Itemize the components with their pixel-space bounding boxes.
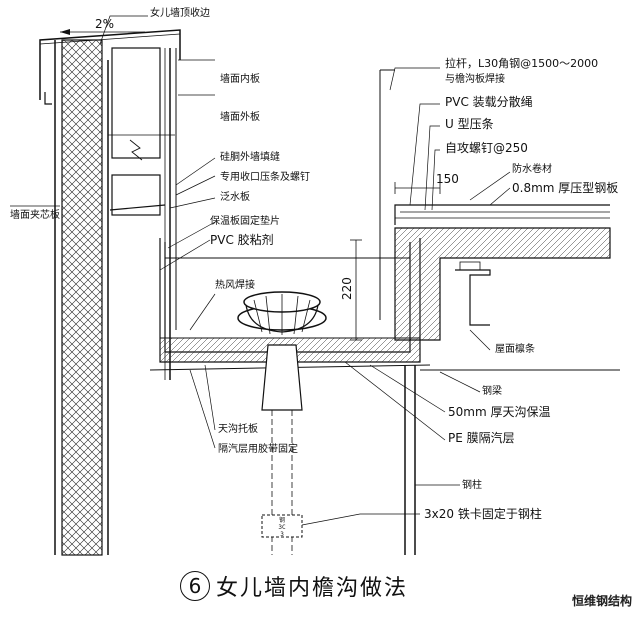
label-dim-150: 150 (436, 172, 459, 186)
label-gutter-insulation: 50mm 厚天沟保温 (448, 405, 551, 419)
label-clip-fix: 3x20 铁卡固定于钢柱 (424, 507, 542, 521)
column-tag-mid: 3C (278, 524, 286, 531)
label-dim-220: 220 (340, 277, 354, 300)
watermark: 恒维钢结构 (571, 594, 632, 608)
steel-column (404, 365, 620, 555)
column-tag-top: 钢 (278, 517, 285, 524)
leader-lines (10, 15, 511, 526)
column-tag: 钢 3C 3 (266, 517, 298, 538)
parapet-coping (39, 29, 181, 105)
label-hot-air-weld: 热风焊接 (215, 280, 255, 291)
detail-title-text: 女儿墙内檐沟做法 (216, 576, 409, 601)
label-tie-rod-2: 与檐沟板焊接 (445, 74, 505, 85)
dimension-150 (394, 182, 441, 194)
label-sandwich-panel: 墙面夹芯板 (10, 210, 60, 221)
drawing-title: 6 女儿墙内檐沟做法 (180, 570, 408, 602)
label-pvc-strip: PVC 装载分散绳 (445, 95, 533, 109)
label-closure-strip: 专用收口压条及螺钉 (220, 172, 310, 183)
sandwich-wall-panel (54, 39, 109, 556)
parapet-frame (108, 47, 177, 380)
slope-indicator (60, 29, 145, 35)
label-outer-sealant: 硅胴外墙填缝 (220, 152, 280, 163)
roof-drain (237, 291, 327, 555)
label-vapor-tape: 隔汽层用胶带固定 (218, 444, 298, 455)
detail-number: 6 (180, 571, 210, 601)
label-slope: 2% (95, 17, 115, 31)
label-purlin: 屋面檩条 (495, 344, 535, 355)
dimension-220 (350, 239, 362, 341)
label-pe-vapor: PE 膜隔汽层 (448, 431, 515, 445)
label-gutter-support: 天沟托板 (218, 424, 258, 435)
label-steel-beam: 钢梁 (482, 386, 502, 397)
label-parapet-coping: 女儿墙顶收边 (150, 8, 210, 19)
label-tapping-screw: 自攻螺钉@250 (445, 141, 528, 155)
label-waterproof: 防水卷材 (512, 164, 552, 175)
label-deck: 0.8mm 厚压型钢板 (512, 181, 619, 195)
roof-edge-insulation (379, 69, 611, 341)
label-pvc-adhesive: PVC 胶粘剂 (210, 233, 274, 247)
label-steel-column: 钢柱 (462, 480, 482, 491)
label-tie-rod: 拉杆，L30角钢@1500～2000 (445, 57, 599, 70)
label-wall-outer-panel: 墙面外板 (220, 112, 260, 123)
label-insulation-pad: 保温板固定垫片 (210, 216, 280, 227)
label-flashing: 泛水板 (220, 192, 250, 203)
roof-purlin (455, 261, 491, 326)
column-tag-bot: 3 (280, 531, 284, 538)
label-u-clip: U 型压条 (445, 117, 494, 131)
label-wall-inner-panel: 墙面内板 (220, 74, 260, 85)
